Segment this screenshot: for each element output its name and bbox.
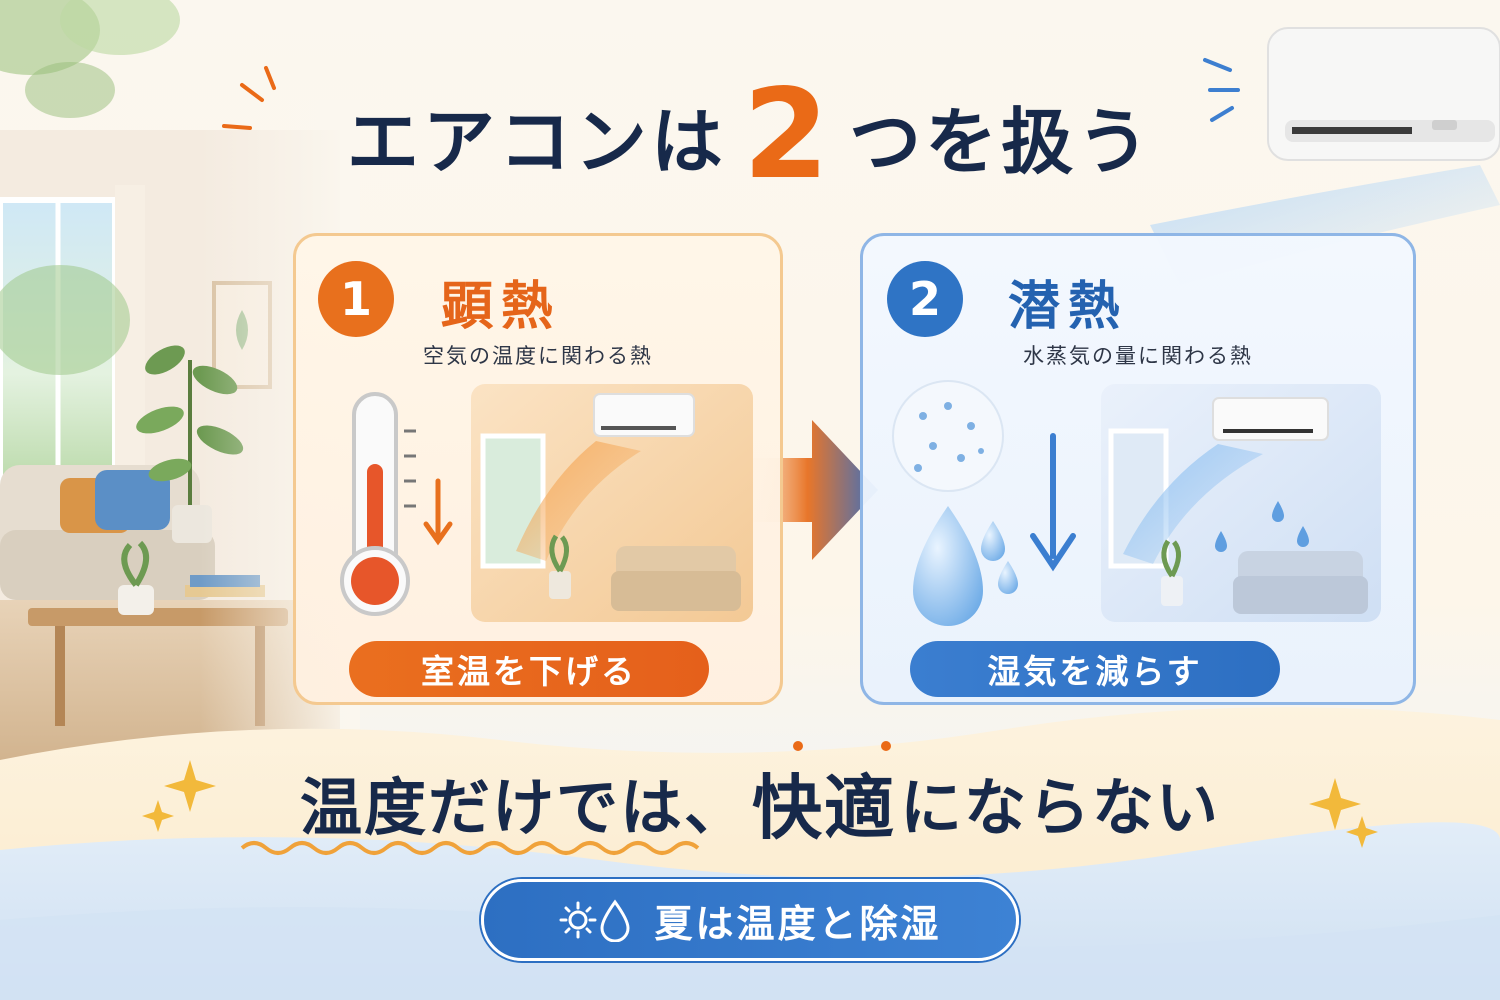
water-drop-icon (981, 521, 1005, 561)
action-label: 湿気を減らす (910, 641, 1280, 697)
card-description: 水蒸気の量に関わる熱 (1023, 344, 1253, 368)
page-title: エアコンは 2 つを扱う (300, 70, 1200, 200)
sparkle-lines (1203, 58, 1240, 122)
tagline-part2: にならない (900, 771, 1221, 844)
step-number-badge: 1 (318, 261, 394, 337)
sparkle-icon (1309, 778, 1361, 830)
card-description: 空気の温度に関わる熱 (423, 344, 653, 368)
wavy-underline (240, 841, 700, 855)
cushion (95, 470, 170, 530)
sparkle-lines (222, 66, 276, 130)
step-number-badge: 2 (887, 261, 963, 337)
arrow-down-icon (1030, 433, 1076, 572)
sparkle-icon (1346, 816, 1378, 848)
summary-icons (558, 898, 632, 942)
tagline-part1: 温度だけでは、 (299, 771, 748, 844)
tagline: 温度だけでは、 快適 にならない (240, 752, 1280, 852)
water-drop-icon (913, 506, 983, 626)
card-heading: 顕熱 (441, 277, 562, 337)
tagline-emphasis: 快適 (752, 766, 896, 849)
sparkle-icon (164, 760, 216, 812)
sensible-heat-card: 1 顕熱 空気の温度に関わる熱 室温を下げる (293, 233, 783, 705)
arrow-down-icon (423, 478, 453, 546)
latent-heat-card: 2 潜熱 水蒸気の量に関わる熱 湿気を減らす (860, 233, 1416, 705)
water-vapor-icon (892, 380, 1004, 492)
action-label: 室温を下げる (349, 641, 709, 697)
water-drop-icon (600, 899, 630, 942)
thermometer-icon (340, 392, 416, 616)
water-drop-icon (998, 561, 1018, 594)
sparkle-icon (142, 800, 174, 832)
title-suffix: つを扱う (849, 99, 1154, 184)
sensible-heat-illustration (340, 384, 753, 622)
warm-room-scene (471, 384, 753, 622)
summary-badge: 夏は温度と除湿 (481, 879, 1019, 961)
title-prefix: エアコンは (346, 99, 727, 184)
arrow-right-icon (750, 420, 878, 560)
card-heading: 潜熱 (1008, 277, 1129, 337)
latent-heat-illustration (892, 380, 1381, 626)
title-number: 2 (742, 63, 834, 207)
cool-room-scene (1101, 384, 1381, 622)
summary-label: 夏は温度と除湿 (654, 901, 942, 946)
sun-icon (559, 901, 597, 939)
